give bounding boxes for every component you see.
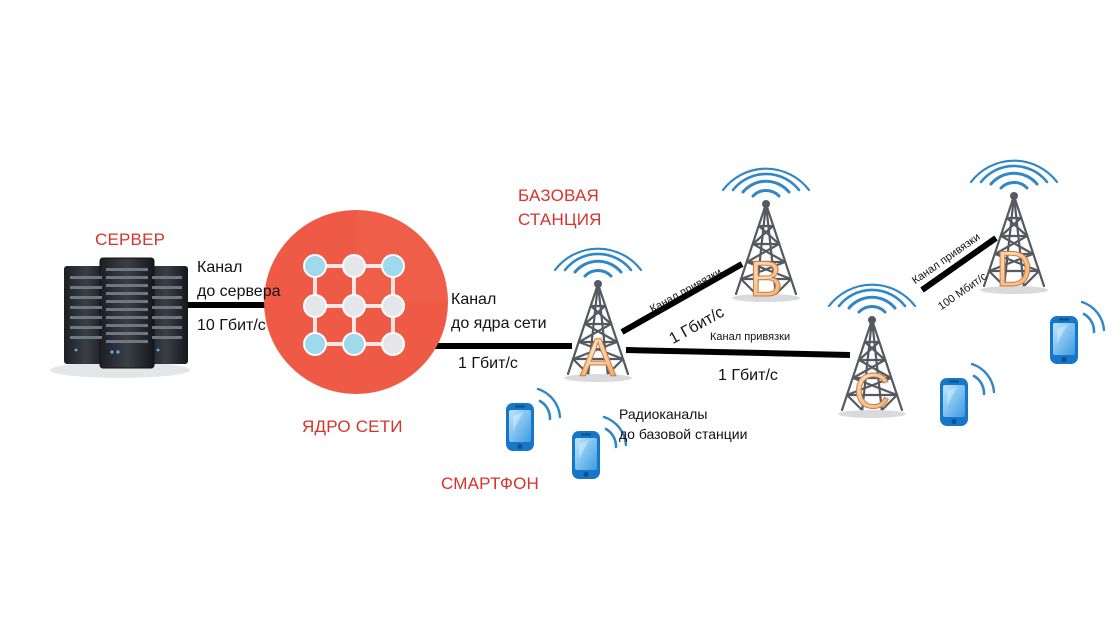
smartphone-label: СМАРТФОН xyxy=(441,474,540,493)
radio-label-line2: до базовой станции xyxy=(619,426,748,442)
tower-b-icon: B xyxy=(721,167,811,308)
tower-d-icon: D xyxy=(969,159,1059,298)
core-link-label-line1: Канал xyxy=(451,291,497,308)
station-c-letter: C xyxy=(854,363,890,419)
smartphone-icon-2 xyxy=(572,415,628,479)
smartphone-icon-3 xyxy=(940,362,996,426)
station-b-letter: B xyxy=(749,251,782,307)
server-icon xyxy=(50,257,190,378)
core-label: ЯДРО СЕТИ xyxy=(302,417,403,436)
station-a-letter: A xyxy=(580,328,616,388)
radio-label-line1: Радиоканалы xyxy=(619,406,708,422)
network-core-icon xyxy=(264,210,448,394)
link-c-d xyxy=(920,235,998,293)
link-a-c-label: Канал привязки xyxy=(710,331,791,343)
link-a-b xyxy=(620,261,744,335)
core-link-label-line2: до ядра сети xyxy=(451,315,547,332)
link-a-c-speed: 1 Гбит/с xyxy=(718,367,778,384)
core-link-speed: 1 Гбит/с xyxy=(458,355,518,372)
base-station-label-line1: БАЗОВАЯ xyxy=(518,186,600,205)
server-label: СЕРВЕР xyxy=(95,230,166,249)
server-link-label-line1: Канал xyxy=(197,259,243,276)
tower-c-icon: C xyxy=(827,283,917,420)
smartphone-icon-4 xyxy=(1050,300,1106,364)
server-link-speed: 10 Гбит/с xyxy=(197,317,266,334)
base-station-label-line2: СТАНЦИЯ xyxy=(518,210,602,229)
smartphone-icon-1 xyxy=(506,387,562,451)
station-d-letter: D xyxy=(996,241,1032,297)
server-link-label-line2: до сервера xyxy=(197,283,281,300)
tower-a-icon: A xyxy=(553,247,643,389)
link-a-c xyxy=(625,347,851,358)
